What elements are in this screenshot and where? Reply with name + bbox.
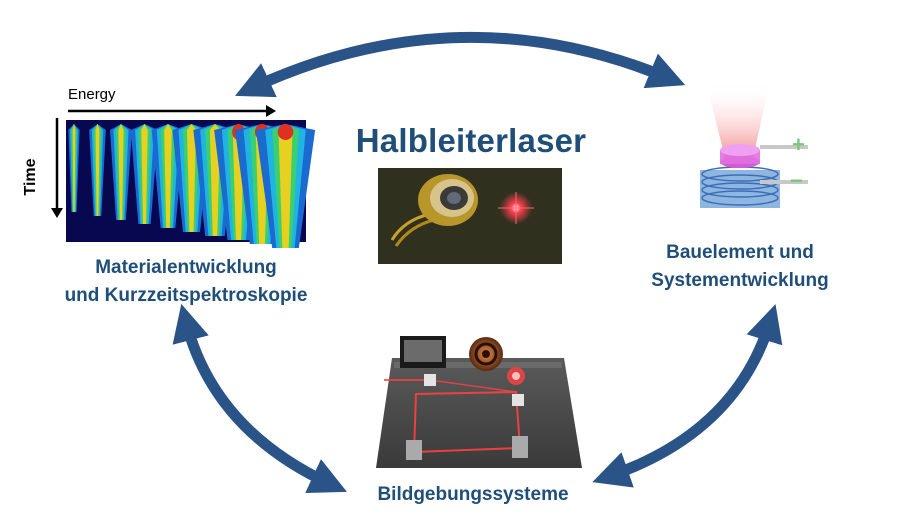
spectrogram-streak (141, 124, 148, 224)
laser-diode-photo (378, 168, 562, 264)
spectrogram (51, 105, 316, 248)
arrow-top (235, 31, 686, 98)
spectrogram-hotspot (277, 124, 294, 140)
spectrogram-streak (118, 124, 124, 220)
imaging-label: Bildgebungssysteme (377, 484, 568, 505)
material-label-line2: und Kurzzeitspektroskopie (65, 285, 308, 306)
imaging-setup-illustration (371, 336, 583, 470)
spectrogram-streak (164, 124, 172, 228)
arrow-right (592, 304, 783, 488)
plus-sign: + (792, 132, 805, 157)
device-illustration: + − (700, 82, 808, 208)
page-title: Halbleiterlaser (355, 122, 587, 159)
device-layer-ring (701, 190, 779, 206)
time-axis-label: Time (22, 158, 39, 196)
device-label-line2: Systementwicklung (651, 270, 828, 291)
spectrogram-streak (278, 124, 293, 248)
minus-sign: − (790, 168, 803, 193)
arrow-left (172, 303, 347, 494)
device-label-line1: Bauelement und (666, 242, 814, 263)
spectrogram-streak (95, 124, 100, 216)
spectrogram-streak (72, 124, 76, 212)
device-layer-ring (701, 182, 779, 198)
spectrogram-streak (187, 124, 196, 232)
material-label-line1: Materialentwicklung (95, 257, 277, 278)
energy-axis-label: Energy (68, 86, 116, 103)
spectrogram-streaks (68, 124, 316, 248)
